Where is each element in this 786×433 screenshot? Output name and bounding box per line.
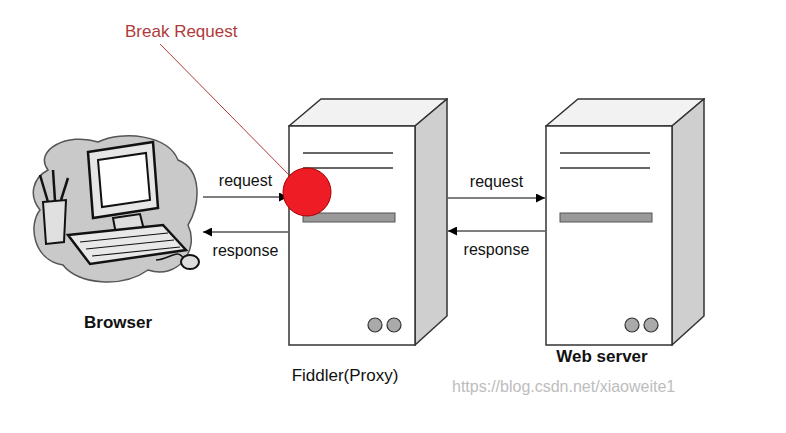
- browser-node: Browser: [28, 130, 203, 290]
- watermark: https://blog.csdn.net/xiaoweite1: [452, 378, 675, 396]
- arrow-connector: [203, 196, 288, 197]
- edge-label: request: [468, 173, 525, 191]
- arrow-connector: [448, 230, 545, 231]
- arrow-connector: [448, 197, 545, 198]
- callout-label: Break Request: [125, 22, 237, 42]
- server-node: Fiddler(Proxy): [288, 98, 448, 346]
- server-tower: [545, 98, 705, 346]
- node-label: Web server: [556, 347, 647, 367]
- edge-label: response: [462, 241, 532, 259]
- node-label: Browser: [84, 313, 152, 333]
- edge-label: response: [211, 242, 281, 260]
- computer-icon: [28, 130, 203, 290]
- breakpoint-dot: [283, 168, 331, 216]
- leader-line: [160, 44, 290, 176]
- server-tower: [288, 98, 448, 346]
- node-label: Fiddler(Proxy): [292, 366, 399, 386]
- edge-label: request: [217, 172, 274, 190]
- server-node: Web server: [545, 98, 705, 346]
- arrow-connector: [203, 231, 288, 232]
